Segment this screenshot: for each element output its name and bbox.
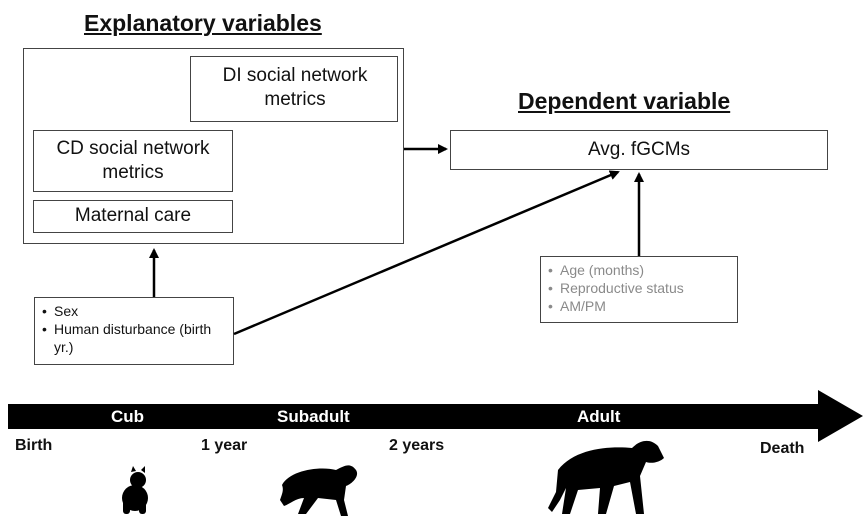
explanatory-covariates-box	[34, 297, 234, 365]
control-item: •AM/PM	[548, 298, 606, 314]
subadult-hyena-silhouette-icon	[280, 465, 358, 516]
adult-hyena-silhouette-icon	[548, 440, 664, 514]
cub-silhouette-icon	[122, 466, 148, 514]
explanatory-variables-heading: Explanatory variables	[84, 10, 322, 36]
tick-label-death: Death	[760, 440, 805, 457]
stage-label-adult: Adult	[577, 407, 621, 426]
stage-label-subadult: Subadult	[277, 407, 350, 426]
cd-metrics-label: CD social network metrics	[56, 138, 210, 183]
arrow-disturbance-to-fgcms	[233, 170, 620, 336]
control-item: •Age (months)	[548, 262, 645, 278]
avg-fgcms-box	[450, 130, 828, 170]
covariate-item: •Sex	[42, 303, 79, 319]
tick-label-2-years: 2 years	[389, 437, 445, 454]
control-item: •Reproductive status	[548, 280, 684, 296]
maternal-care-label: Maternal care	[74, 205, 192, 226]
covariate-item: •Human disturbance (birth yr.)	[42, 321, 212, 355]
dependent-variable-heading: Dependent variable	[518, 88, 731, 114]
avg-fgcms-label: Avg. fGCMs	[587, 139, 691, 160]
cd-metrics-box	[33, 130, 233, 192]
tick-label-1-year: 1 year	[201, 437, 248, 454]
di-metrics-box	[190, 56, 398, 122]
life-stage-timeline-bar	[8, 390, 863, 442]
control-covariates-box	[540, 256, 738, 323]
stage-label-cub: Cub	[111, 407, 145, 426]
tick-label-birth: Birth	[15, 437, 53, 454]
maternal-care-box	[33, 200, 233, 233]
di-metrics-label: DI social network metrics	[222, 65, 368, 110]
control-covariates-list: •Age (months) •Reproductive status •AM/P…	[548, 261, 736, 315]
explanatory-covariates-list: •Sex •Human disturbance (birth yr.)	[42, 302, 230, 356]
